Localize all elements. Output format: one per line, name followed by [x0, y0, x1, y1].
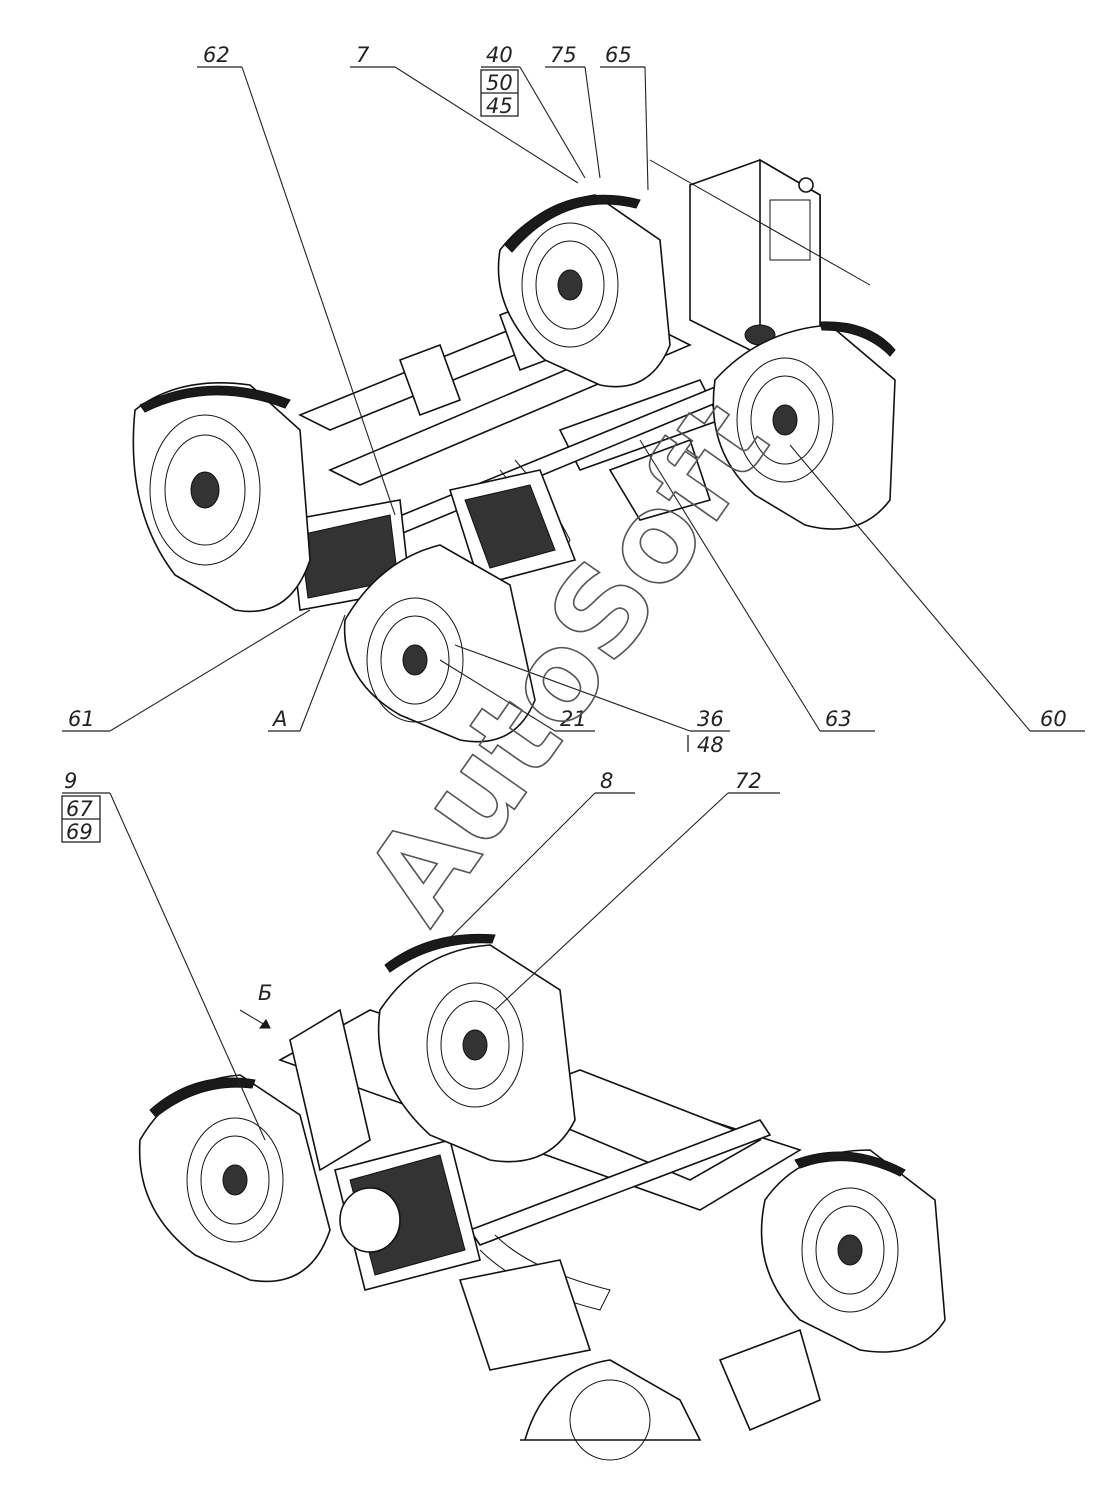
callout-63: 63: [825, 707, 852, 731]
top-wheel-rear-left: [132, 382, 311, 613]
callout-61: 61: [68, 707, 95, 731]
callout-7: 7: [356, 43, 370, 67]
view-mark-b: Б: [258, 981, 272, 1005]
bottom-wheel-front: [520, 1328, 821, 1461]
top-wheel-front-right: [712, 321, 896, 530]
callout-40: 40: [486, 43, 513, 67]
callout-65: 65: [605, 43, 632, 67]
callout-36: 36: [697, 707, 724, 731]
bottom-wheel-right: [760, 1149, 946, 1353]
bottom-gearbox-block: [334, 1139, 592, 1371]
leader-lines: [61, 66, 1085, 1141]
callout-45: 45: [486, 94, 513, 118]
callout-8: 8: [600, 769, 613, 793]
bottom-wheel-rear: [377, 933, 576, 1163]
callout-62: 62: [203, 43, 230, 67]
top-cab: [649, 158, 871, 357]
top-wheel-front-left: [497, 194, 671, 388]
callout-72: 72: [735, 769, 762, 793]
callout-50: 50: [486, 71, 513, 95]
callout-9: 9: [64, 769, 77, 793]
callout-60: 60: [1040, 707, 1067, 731]
callout-67: 67: [66, 797, 93, 821]
callout-21: 21: [560, 707, 587, 731]
callout-48: 48: [697, 733, 724, 757]
bottom-chassis-view: [138, 933, 946, 1461]
callout-69: 69: [66, 820, 93, 844]
callouts: 62 7 40 50 45 75 65 61 А 21 36 48 63 60 …: [64, 43, 1067, 1005]
top-chassis-view: [132, 158, 896, 743]
top-wheel-rear-right: [343, 544, 536, 743]
bottom-wheel-left: [138, 1074, 331, 1283]
view-mark-a: А: [271, 707, 287, 731]
callout-75: 75: [550, 43, 577, 67]
